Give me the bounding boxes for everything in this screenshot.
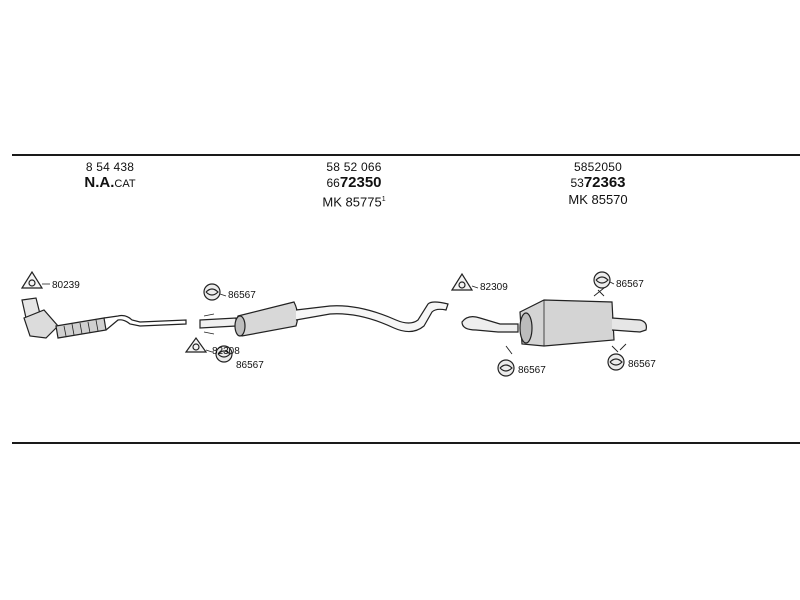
catalyst-body-icon <box>23 309 59 339</box>
label-part-82309: 82309 <box>480 282 508 293</box>
catalyst-title: N.A.CAT <box>84 174 135 193</box>
label-part-86567-a: 86567 <box>228 290 256 301</box>
rear-part-number: 5852050 <box>573 160 623 174</box>
middle-silencer-body-icon <box>236 301 299 337</box>
header-col-catalyst: 8 54 438 N.A.CAT <box>84 160 135 193</box>
label-part-82308: 82308 <box>212 346 240 357</box>
rear-title-prefix: 53 <box>570 176 584 190</box>
catalyst-outlet-pipe-icon <box>103 314 187 331</box>
middle-inlet-pipe-icon <box>199 317 237 329</box>
rear-title-bold: 72363 <box>583 174 626 191</box>
label-part-80239: 80239 <box>52 280 80 291</box>
middle-title-bold: 72350 <box>339 174 382 191</box>
bottom-divider <box>12 442 800 444</box>
middle-mk-sup: 1 <box>381 196 386 203</box>
middle-outlet-pipe-icon <box>295 301 449 333</box>
rear-title: 5372363 <box>568 174 627 192</box>
catalyst-part-number: 8 54 438 <box>85 160 135 174</box>
label-part-86567-b: 86567 <box>236 360 264 371</box>
rear-tailpipe-icon <box>611 317 647 333</box>
clamp-86567-c-icon <box>593 271 611 289</box>
label-part-86567-e: 86567 <box>628 359 656 370</box>
catalyst-title-suffix: CAT <box>114 178 136 190</box>
clamp-86567-d-icon <box>497 359 515 377</box>
gasket-80239-hole-icon <box>28 279 36 287</box>
rear-mk-label: MK <box>568 192 588 207</box>
top-divider <box>12 154 800 156</box>
label-part-86567-d: 86567 <box>518 365 546 376</box>
middle-silencer-assembly <box>184 283 449 363</box>
rear-silencer-assembly <box>450 271 647 377</box>
middle-title-prefix: 66 <box>326 176 340 190</box>
clamp-86567-b-icon <box>215 345 233 363</box>
catalyst-title-bold: N.A. <box>84 174 115 191</box>
middle-title: 6672350 <box>322 174 385 192</box>
clamp-86567-a-icon <box>203 283 221 301</box>
middle-mk: MK 857751 <box>322 192 385 210</box>
rear-mk: MK 85570 <box>568 192 627 208</box>
catalytic-converter-assembly <box>20 270 187 339</box>
middle-mk-number: 85775 <box>345 194 382 210</box>
rear-mk-number: 85570 <box>591 192 628 207</box>
rear-silencer-body-icon <box>519 299 615 347</box>
clamp-86567-e-icon <box>607 353 625 371</box>
gasket-82308-icon <box>184 336 208 353</box>
label-part-86567-c: 86567 <box>616 279 644 290</box>
middle-part-number: 58 52 066 <box>326 160 382 174</box>
header-col-middle: 58 52 066 6672350 MK 857751 <box>322 160 385 210</box>
rear-inlet-pipe-icon <box>461 316 519 333</box>
header-col-rear: 5852050 5372363 MK 85570 <box>568 160 627 208</box>
middle-mk-label: MK <box>322 194 342 210</box>
